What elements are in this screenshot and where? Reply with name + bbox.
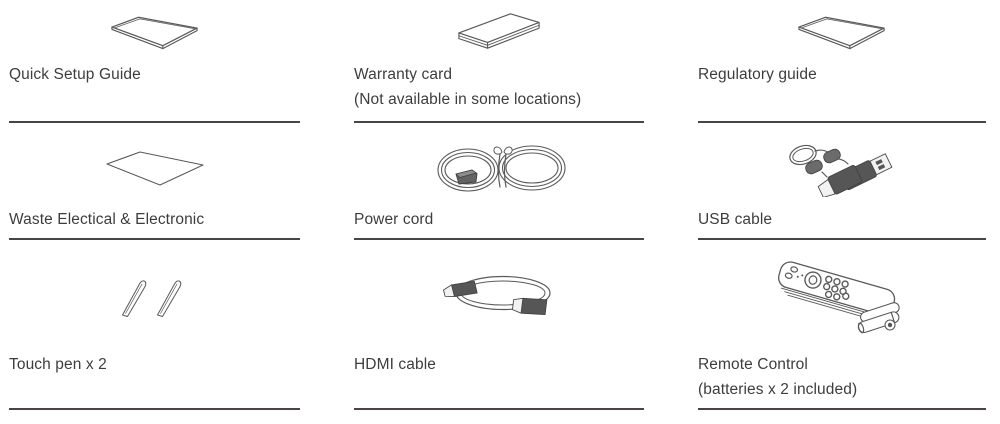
remote-control-icon [698,240,986,352]
wee-sheet-icon [9,123,300,207]
item-label: HDMI cable [354,356,436,373]
item-label: Power cord [354,211,434,228]
item-label: Warranty card [354,66,453,83]
item-note: (Not available in some locations) [354,91,582,108]
item-label: Waste Electical & Electronic [9,211,205,228]
item-label: Touch pen x 2 [9,356,107,373]
touch-pen-icon [9,240,300,352]
item-label: USB cable [698,211,773,228]
item-label: Quick Setup Guide [9,66,141,83]
warranty-card-icon [354,0,644,62]
package-item-regulatory-guide: Regulatory guide [698,0,986,123]
package-item-power-cord: Power cord [354,123,644,240]
hdmi-cable-icon [354,240,644,352]
usb-cable-icon [698,123,986,207]
package-item-remote-control: Remote Control (batteries x 2 included) [698,240,986,410]
package-item-warranty-card: Warranty card (Not available in some loc… [354,0,644,123]
package-item-touch-pen: Touch pen x 2 [9,240,300,410]
item-label: Remote Control [698,356,808,373]
setup-guide-booklet-icon [9,0,300,62]
item-label: Regulatory guide [698,66,817,83]
package-item-wee-guide: Waste Electical & Electronic [9,123,300,240]
package-item-hdmi-cable: HDMI cable [354,240,644,410]
power-cord-icon [354,123,644,207]
package-item-quick-setup-guide: Quick Setup Guide [9,0,300,123]
package-item-usb-cable: USB cable [698,123,986,240]
regulatory-guide-booklet-icon [698,0,986,62]
package-grid: Quick Setup Guide Warranty card (Not ava… [9,0,986,410]
item-note: (batteries x 2 included) [698,381,858,398]
